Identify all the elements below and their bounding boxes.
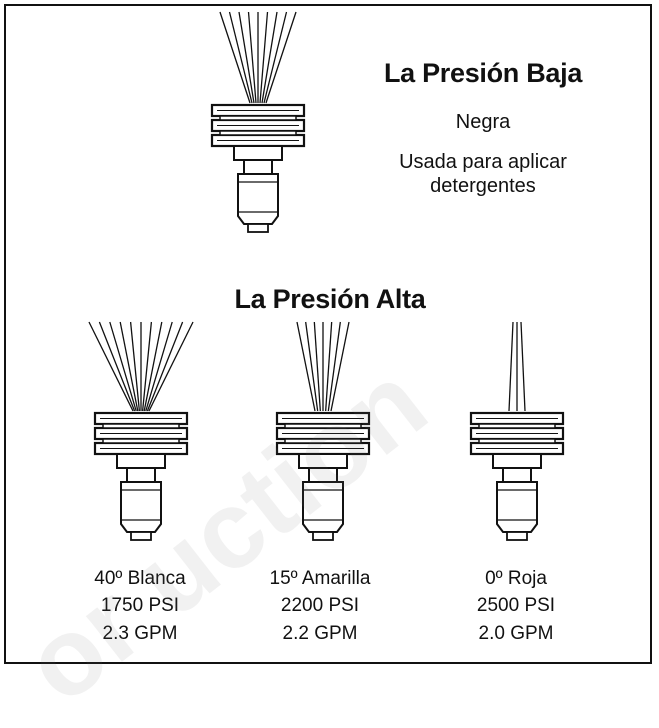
- ring-connector: [219, 115, 297, 121]
- spray-line: [143, 321, 163, 412]
- nozzle-15-degree: [275, 321, 371, 541]
- low-pressure-usage-line1: Usada para aplicar: [399, 151, 567, 173]
- nozzle-40-degree: [88, 321, 194, 541]
- spray-line: [263, 11, 288, 104]
- spray-line: [259, 11, 269, 104]
- high-pressure-title: La Presión Alta: [234, 284, 426, 314]
- spray-line: [305, 321, 319, 412]
- ring-connector: [102, 438, 180, 444]
- low-pressure-color: Negra: [455, 111, 511, 133]
- tip-0-gpm: 2.0 GPM: [478, 623, 554, 644]
- spray-line: [88, 321, 134, 412]
- tip-15-psi: 2200 PSI: [280, 595, 360, 616]
- low-pressure-usage-line2: detergentes: [430, 175, 536, 197]
- tip-15-name: 15º Amarilla: [269, 568, 371, 589]
- nozzle-tip: [506, 531, 528, 541]
- spray-line: [296, 321, 316, 412]
- nozzle-tip: [247, 223, 269, 233]
- spray-line: [141, 321, 153, 412]
- spray-line: [98, 321, 136, 412]
- spray-line: [145, 321, 173, 412]
- ring-connector: [284, 423, 362, 429]
- tip-40-gpm: 2.3 GPM: [102, 623, 178, 644]
- nozzle-collar: [126, 467, 156, 483]
- low-pressure-title: La Presión Baja: [383, 58, 583, 88]
- nozzle-collar: [308, 467, 338, 483]
- ring-connector: [284, 438, 362, 444]
- spray-line: [261, 11, 278, 104]
- spray-line: [109, 321, 137, 412]
- spray-line: [146, 321, 184, 412]
- tip-0-name: 0º Roja: [485, 568, 547, 589]
- spray-line: [313, 321, 321, 412]
- tip-40-name: 40º Blanca: [94, 568, 186, 589]
- nozzle-neck: [298, 453, 348, 469]
- ring-connector: [478, 423, 556, 429]
- spray-line: [520, 321, 526, 412]
- ring-connector: [102, 423, 180, 429]
- nozzle-collar: [502, 467, 532, 483]
- tip-40-psi: 1750 PSI: [100, 595, 180, 616]
- spray-line: [265, 11, 297, 104]
- tip-0-psi: 2500 PSI: [476, 595, 556, 616]
- spray-line: [247, 11, 257, 104]
- spray-line: [228, 11, 253, 104]
- nozzle-illustrations: [88, 11, 565, 541]
- spray-line: [325, 321, 333, 412]
- nozzle-0-degree: [469, 321, 565, 541]
- nozzle-neck: [233, 145, 283, 161]
- spray-line: [219, 11, 251, 104]
- nozzle-neck: [492, 453, 542, 469]
- spray-line: [129, 321, 141, 412]
- spray-line: [508, 321, 514, 412]
- nozzle-neck: [116, 453, 166, 469]
- ring-connector: [478, 438, 556, 444]
- nozzle-tip: [130, 531, 152, 541]
- diagram-frame: [4, 4, 652, 664]
- spray-line: [238, 11, 255, 104]
- low-pressure-nozzle: [210, 11, 306, 233]
- nozzle-collar: [243, 159, 273, 175]
- spray-line: [330, 321, 350, 412]
- spray-line: [119, 321, 139, 412]
- tip-15-gpm: 2.2 GPM: [282, 623, 358, 644]
- nozzle-tip: [312, 531, 334, 541]
- spray-line: [327, 321, 341, 412]
- ring-connector: [219, 130, 297, 136]
- spray-line: [148, 321, 194, 412]
